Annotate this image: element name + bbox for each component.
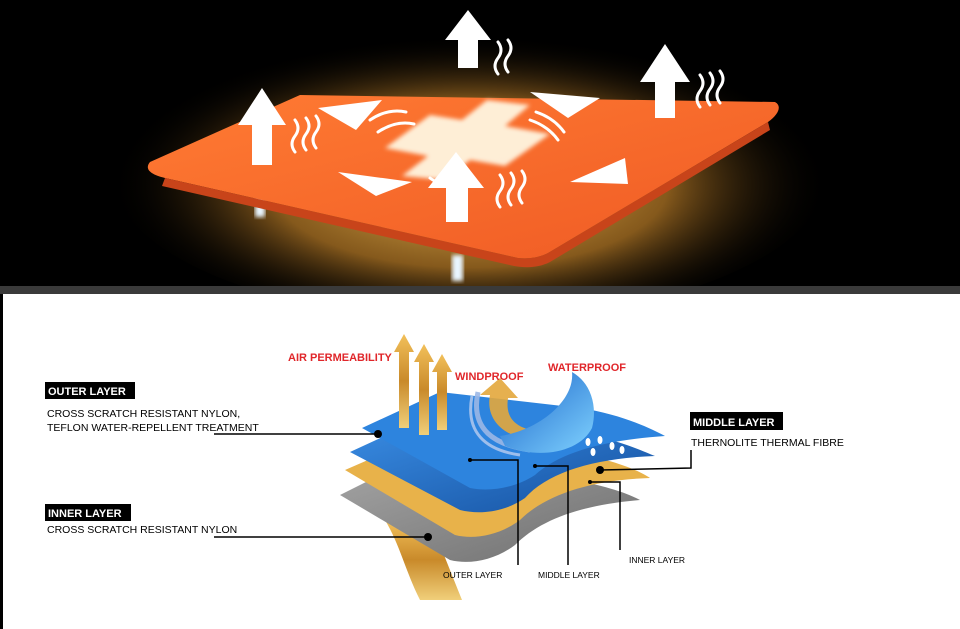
heat-up-arrow: [640, 44, 690, 118]
waterproof-wave: [500, 372, 594, 453]
heat-up-arrows: [238, 10, 690, 222]
waterproof-label: WATERPROOF: [548, 362, 626, 374]
middle-layer-title-box: [690, 412, 783, 430]
gold-base: [385, 520, 462, 600]
inner-layer-title: INNER LAYER: [48, 508, 122, 520]
inner-layer-desc: CROSS SCRATCH RESISTANT NYLON: [47, 524, 237, 536]
outer-layer-desc-2: TEFLON WATER-REPELLENT TREATMENT: [47, 422, 259, 434]
heated-pad-svg: [110, 10, 830, 287]
layer-diagram-svg: AIR PERMEABILITY WINDPROOF WATERPROOF OU…: [45, 334, 844, 600]
arrow-triangle: [570, 158, 628, 184]
pad-leg: [452, 255, 463, 281]
arrow-triangle: [318, 100, 382, 130]
inner-layer-title-box: [45, 504, 131, 521]
arrow-triangle: [338, 172, 412, 196]
leader-lines: [214, 433, 692, 565]
middle-layer-desc: THERNOLITE THERMAL FIBRE: [691, 437, 844, 449]
arrow-triangle: [530, 92, 600, 118]
heat-up-arrow: [238, 88, 286, 165]
outer-layer-title: OUTER LAYER: [48, 386, 126, 398]
heated-pad-illustration: [0, 0, 960, 287]
outer-layer-desc-1: CROSS SCRATCH RESISTANT NYLON,: [47, 408, 240, 420]
heat-waves: [290, 38, 725, 209]
callout-middle-layer: MIDDLE LAYER: [538, 570, 600, 580]
leader-dots: [374, 430, 604, 541]
air-permeability-label: AIR PERMEABILITY: [288, 352, 393, 364]
heat-up-arrow: [445, 10, 491, 68]
heating-pad-edge: [162, 122, 770, 268]
outer-layer-title-box: [45, 382, 135, 399]
middle-layer-title: MIDDLE LAYER: [693, 417, 775, 429]
callout-outer-layer: OUTER LAYER: [443, 570, 502, 580]
layer-diagram: AIR PERMEABILITY WINDPROOF WATERPROOF OU…: [3, 294, 960, 629]
windproof-label: WINDPROOF: [455, 371, 524, 383]
heat-up-arrow: [428, 152, 484, 222]
heat-core-cross: [385, 100, 550, 180]
callout-inner-layer: INNER LAYER: [629, 555, 685, 565]
air-permeability-arrows: [394, 334, 452, 435]
section-divider: [0, 286, 960, 294]
